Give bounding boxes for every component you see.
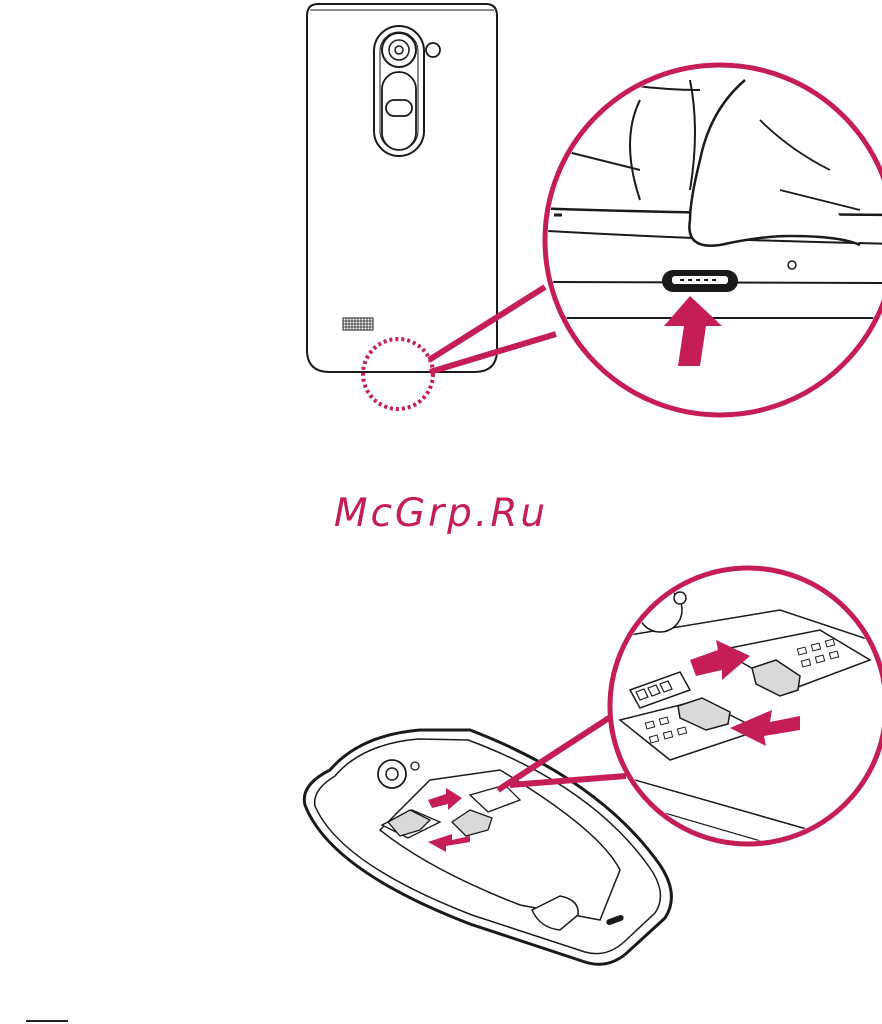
watermark-text: McGrp.Ru bbox=[0, 490, 882, 538]
arrow-left-icon bbox=[730, 710, 800, 746]
phone-back-icon bbox=[307, 4, 497, 372]
usb-port-icon bbox=[662, 270, 738, 292]
arrow-left-icon bbox=[428, 834, 470, 852]
microsd-card-icon bbox=[678, 698, 730, 730]
microsd-card-icon bbox=[452, 810, 492, 836]
flash-icon bbox=[426, 43, 440, 57]
arrow-right-icon bbox=[690, 640, 750, 680]
charging-port-illustration bbox=[0, 0, 882, 470]
sim-card-icon bbox=[388, 810, 430, 836]
sim-card-icon bbox=[752, 660, 800, 696]
arrow-right-icon bbox=[428, 788, 462, 810]
footer-rule bbox=[26, 1020, 68, 1022]
power-key-icon bbox=[382, 72, 416, 150]
magnifier-callout-icon bbox=[600, 568, 882, 870]
speaker-grill-icon bbox=[343, 318, 373, 330]
camera-icon bbox=[378, 760, 406, 788]
phone-open-icon bbox=[304, 730, 671, 964]
usb-port-zoom bbox=[530, 65, 882, 415]
